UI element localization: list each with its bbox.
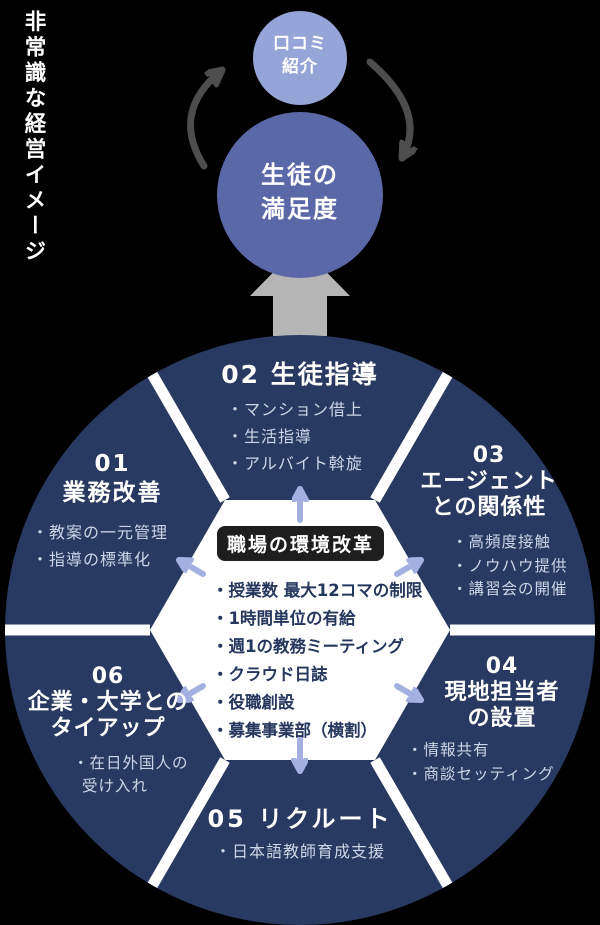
center-badge: 職場の環境改革 [217, 526, 384, 561]
sector-03-bullet: ・高頻度接触 [452, 533, 552, 551]
cycle-arrow-left-icon [187, 66, 226, 170]
sector-02-bullet: ・生活指導 [227, 427, 313, 446]
sector-03-bullet: ・ノウハウ提供 [452, 556, 568, 575]
sector-01-bullet: ・教案の一元管理 [32, 523, 169, 542]
referral-line-2: 紹介 [282, 57, 318, 77]
cycle-arrow-right-icon [366, 58, 410, 162]
sector-06-title: 06 企業・大学との タイアップ [12, 664, 204, 742]
sector-04-name-2: の設置 [467, 706, 537, 731]
sector-06-name-2: タイアップ [50, 716, 166, 741]
sector-06-name-1: 企業・大学との [27, 690, 189, 715]
arrow-to-04-icon [394, 683, 424, 703]
center-item: ・週1の教務ミーティング [212, 637, 404, 656]
sector-03-number: 03 [472, 443, 506, 468]
sector-03-bullets: ・高頻度接触 ・ノウハウ提供 ・講習会の開催 [452, 531, 568, 602]
satisfaction-line-2: 満足度 [261, 195, 339, 223]
sector-04-bullets: ・情報共有 ・商談セッティング [407, 738, 555, 786]
center-item: ・クラウド日誌 [212, 665, 328, 684]
sector-04-name-1: 現地担当者 [444, 680, 560, 705]
arrow-to-03-icon [394, 557, 424, 577]
sector-04-bullet: ・情報共有 [407, 741, 490, 759]
up-arrow-icon [250, 245, 350, 336]
referral-circle [253, 11, 347, 105]
sector-02-bullet: ・マンション借上 [227, 400, 364, 419]
sector-01-bullets: ・教案の一元管理 ・指導の標準化 [32, 519, 168, 573]
satisfaction-circle [217, 112, 383, 278]
sector-04-bullet: ・商談セッティング [407, 765, 555, 783]
sector-01-bullet: ・指導の標準化 [32, 550, 152, 569]
sector-dividers [5, 364, 595, 896]
sector-03-name-2: との関係性 [431, 495, 547, 520]
arrow-to-01-icon [176, 557, 206, 577]
center-item: ・募集事業部（横割） [212, 721, 377, 740]
sector-03-title: 03 エージェント との関係性 [400, 443, 578, 521]
sector-05-bullet: ・日本語教師育成支援 [214, 842, 385, 861]
sector-02-bullets: ・マンション借上 ・生活指導 ・アルバイト斡旋 [227, 396, 363, 477]
sector-05-title: 05 リクルート [207, 805, 393, 833]
sector-04-number: 04 [485, 654, 519, 679]
center-item: ・1時間単位の有給 [212, 609, 356, 628]
sector-03-bullet: ・講習会の開催 [452, 580, 568, 598]
sector-05-bullets: ・日本語教師育成支援 [150, 841, 450, 863]
sector-01-title: 01 業務改善 [25, 450, 200, 508]
center-item-list: ・授業数 最大12コマの制限 ・1時間単位の有給 ・週1の教務ミーティング ・ク… [212, 577, 423, 745]
sector-06-bullets: ・在日外国人の 受け入れ [73, 752, 189, 798]
sector-04-title: 04 現地担当者 の設置 [412, 654, 592, 732]
sector-06-number: 06 [91, 664, 125, 689]
arrow-to-06-icon [176, 683, 206, 703]
sector-01-number: 01 [94, 451, 131, 477]
sector-02-bullet: ・アルバイト斡旋 [227, 454, 363, 473]
sector-06-bullet: ・在日外国人の [73, 754, 189, 772]
sector-03-name-1: エージェント [420, 469, 558, 494]
center-hexagon [150, 500, 450, 760]
center-item: ・役職創設 [212, 693, 295, 712]
radial-arrows [176, 486, 424, 774]
satisfaction-line-1: 生徒の [261, 161, 339, 189]
sector-06-bullet-cont: 受け入れ [82, 777, 149, 795]
sector-01-name: 業務改善 [62, 480, 163, 506]
sector-02-title: 02 生徒指導 [221, 360, 379, 389]
referral-line-1: 口コミ [273, 34, 327, 54]
satisfaction-circle-label: 生徒の 満足度 [217, 158, 383, 226]
center-item: ・授業数 最大12コマの制限 [212, 581, 423, 600]
page-title: 非常識な経営イメージ [21, 10, 46, 265]
referral-circle-label: 口コミ 紹介 [254, 33, 346, 79]
